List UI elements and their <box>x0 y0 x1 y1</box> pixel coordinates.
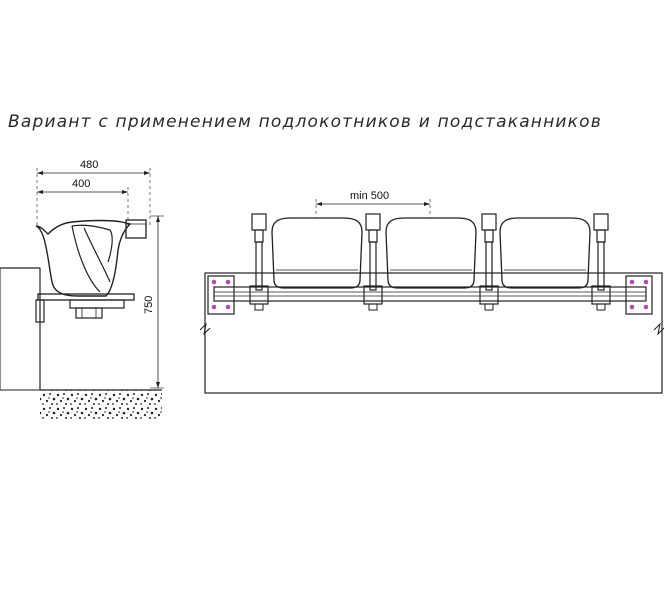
dim-750-label: 750 <box>143 296 155 314</box>
seat-front-1 <box>271 217 363 289</box>
concrete-block <box>204 272 663 394</box>
seat-side-profile <box>35 219 147 323</box>
diagram-title: Вариант с применением подлокотников и по… <box>8 112 602 132</box>
anchor-plate-right <box>625 275 653 315</box>
armrest-post-3 <box>479 213 499 311</box>
armrest-post-4 <box>591 213 611 311</box>
side-view: 480 400 750 <box>0 159 164 420</box>
dim-480-label: 480 <box>80 159 98 171</box>
anchor-plate-left <box>207 275 235 315</box>
dim-400-label: 400 <box>72 178 90 190</box>
dim-min500-label: min 500 <box>350 190 389 202</box>
armrest-post-1 <box>249 213 269 311</box>
front-view: min 500 <box>199 190 665 394</box>
mounting-rail <box>213 286 647 302</box>
seat-front-2 <box>385 217 477 289</box>
armrest-post-2 <box>363 213 383 311</box>
ground-upper <box>0 267 41 391</box>
seat-front-3 <box>499 217 591 289</box>
ground-lower <box>40 390 162 420</box>
